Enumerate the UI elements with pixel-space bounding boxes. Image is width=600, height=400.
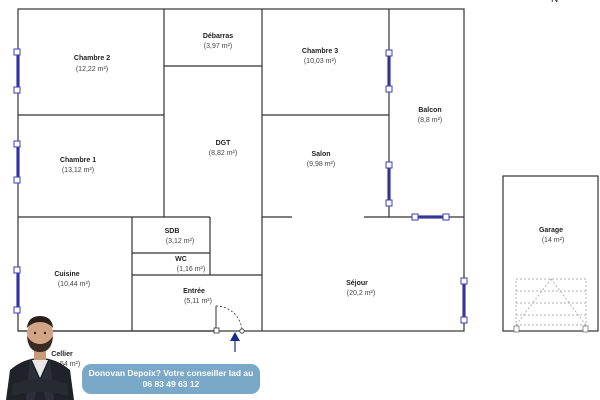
room-area: (8,8 m²) bbox=[418, 117, 443, 124]
entry-arrow-icon bbox=[230, 332, 240, 352]
entry-door bbox=[213, 305, 245, 334]
room-area: (...54 m²) bbox=[52, 361, 80, 368]
room-area: (10,03 m²) bbox=[304, 58, 336, 65]
room-dgt: DGT (8,82 m²) bbox=[209, 140, 237, 157]
room-debarras: Débarras (3,97 m²) bbox=[203, 33, 233, 50]
window-chambre3 bbox=[385, 49, 393, 93]
room-name: Séjour bbox=[346, 280, 368, 287]
room-area: (3,12 m²) bbox=[166, 238, 194, 245]
window-cuisine bbox=[13, 266, 21, 314]
north-indicator: N bbox=[551, 0, 558, 5]
garage bbox=[502, 175, 599, 333]
room-cellier: Cellier (...54 m²) bbox=[51, 351, 80, 368]
window-sejour bbox=[460, 277, 468, 324]
room-cuisine: Cuisine (10,44 m²) bbox=[54, 271, 90, 288]
window-sejour-balcon bbox=[411, 213, 450, 221]
room-area: (8,82 m²) bbox=[209, 150, 237, 157]
room-name: Entrée bbox=[183, 288, 205, 295]
agent-contact-line-1: Donovan Depoix? Votre conseiller Iad au bbox=[88, 368, 254, 378]
room-name: Salon bbox=[311, 151, 330, 158]
room-wc: WC (1,16 m²) bbox=[175, 256, 205, 273]
room-balcon: Balcon (8,8 m²) bbox=[418, 107, 443, 124]
room-name: Cellier bbox=[51, 351, 73, 358]
window-salon bbox=[385, 161, 393, 207]
room-chambre-1: Chambre 1 (13,12 m²) bbox=[60, 157, 96, 174]
room-garage: Garage (14 m²) bbox=[539, 227, 564, 244]
room-name: Chambre 1 bbox=[60, 157, 96, 164]
agent-phone: 06 83 49 63 12 bbox=[142, 379, 200, 389]
room-area: (13,12 m²) bbox=[62, 167, 94, 174]
room-sdb: SDB (3,12 m²) bbox=[165, 228, 195, 245]
room-name: Chambre 2 bbox=[74, 55, 110, 62]
room-area: (10,44 m²) bbox=[58, 281, 90, 288]
room-name: DGT bbox=[216, 140, 232, 147]
room-area: (14 m²) bbox=[542, 237, 565, 244]
room-area: (9,98 m²) bbox=[307, 161, 335, 168]
room-name: WC bbox=[175, 256, 187, 263]
room-entree: Entrée (5,11 m²) bbox=[183, 288, 212, 305]
room-name: Cuisine bbox=[54, 271, 79, 278]
room-sejour: Séjour (20,2 m²) bbox=[346, 280, 375, 297]
room-name: Chambre 3 bbox=[302, 48, 338, 55]
room-salon: Salon (9,98 m²) bbox=[307, 151, 335, 168]
agent-contact-bubble[interactable]: Donovan Depoix? Votre conseiller Iad au … bbox=[82, 364, 260, 394]
room-chambre-2: Chambre 2 (12,22 m²) bbox=[74, 55, 110, 73]
room-name: Débarras bbox=[203, 33, 233, 40]
window-chambre2 bbox=[13, 48, 21, 94]
window-chambre1 bbox=[13, 140, 21, 184]
room-area: (5,11 m²) bbox=[184, 298, 212, 305]
agent-avatar bbox=[6, 316, 74, 400]
room-name: SDB bbox=[165, 228, 180, 235]
room-name: Balcon bbox=[418, 107, 441, 114]
room-area: (1,16 m²) bbox=[177, 266, 205, 273]
room-name: Garage bbox=[539, 227, 563, 234]
room-area: (3,97 m²) bbox=[204, 43, 232, 50]
room-area: (12,22 m²) bbox=[76, 66, 108, 73]
room-area: (20,2 m²) bbox=[347, 290, 375, 297]
garage-door bbox=[515, 278, 587, 326]
room-chambre-3: Chambre 3 (10,03 m²) bbox=[302, 48, 338, 65]
